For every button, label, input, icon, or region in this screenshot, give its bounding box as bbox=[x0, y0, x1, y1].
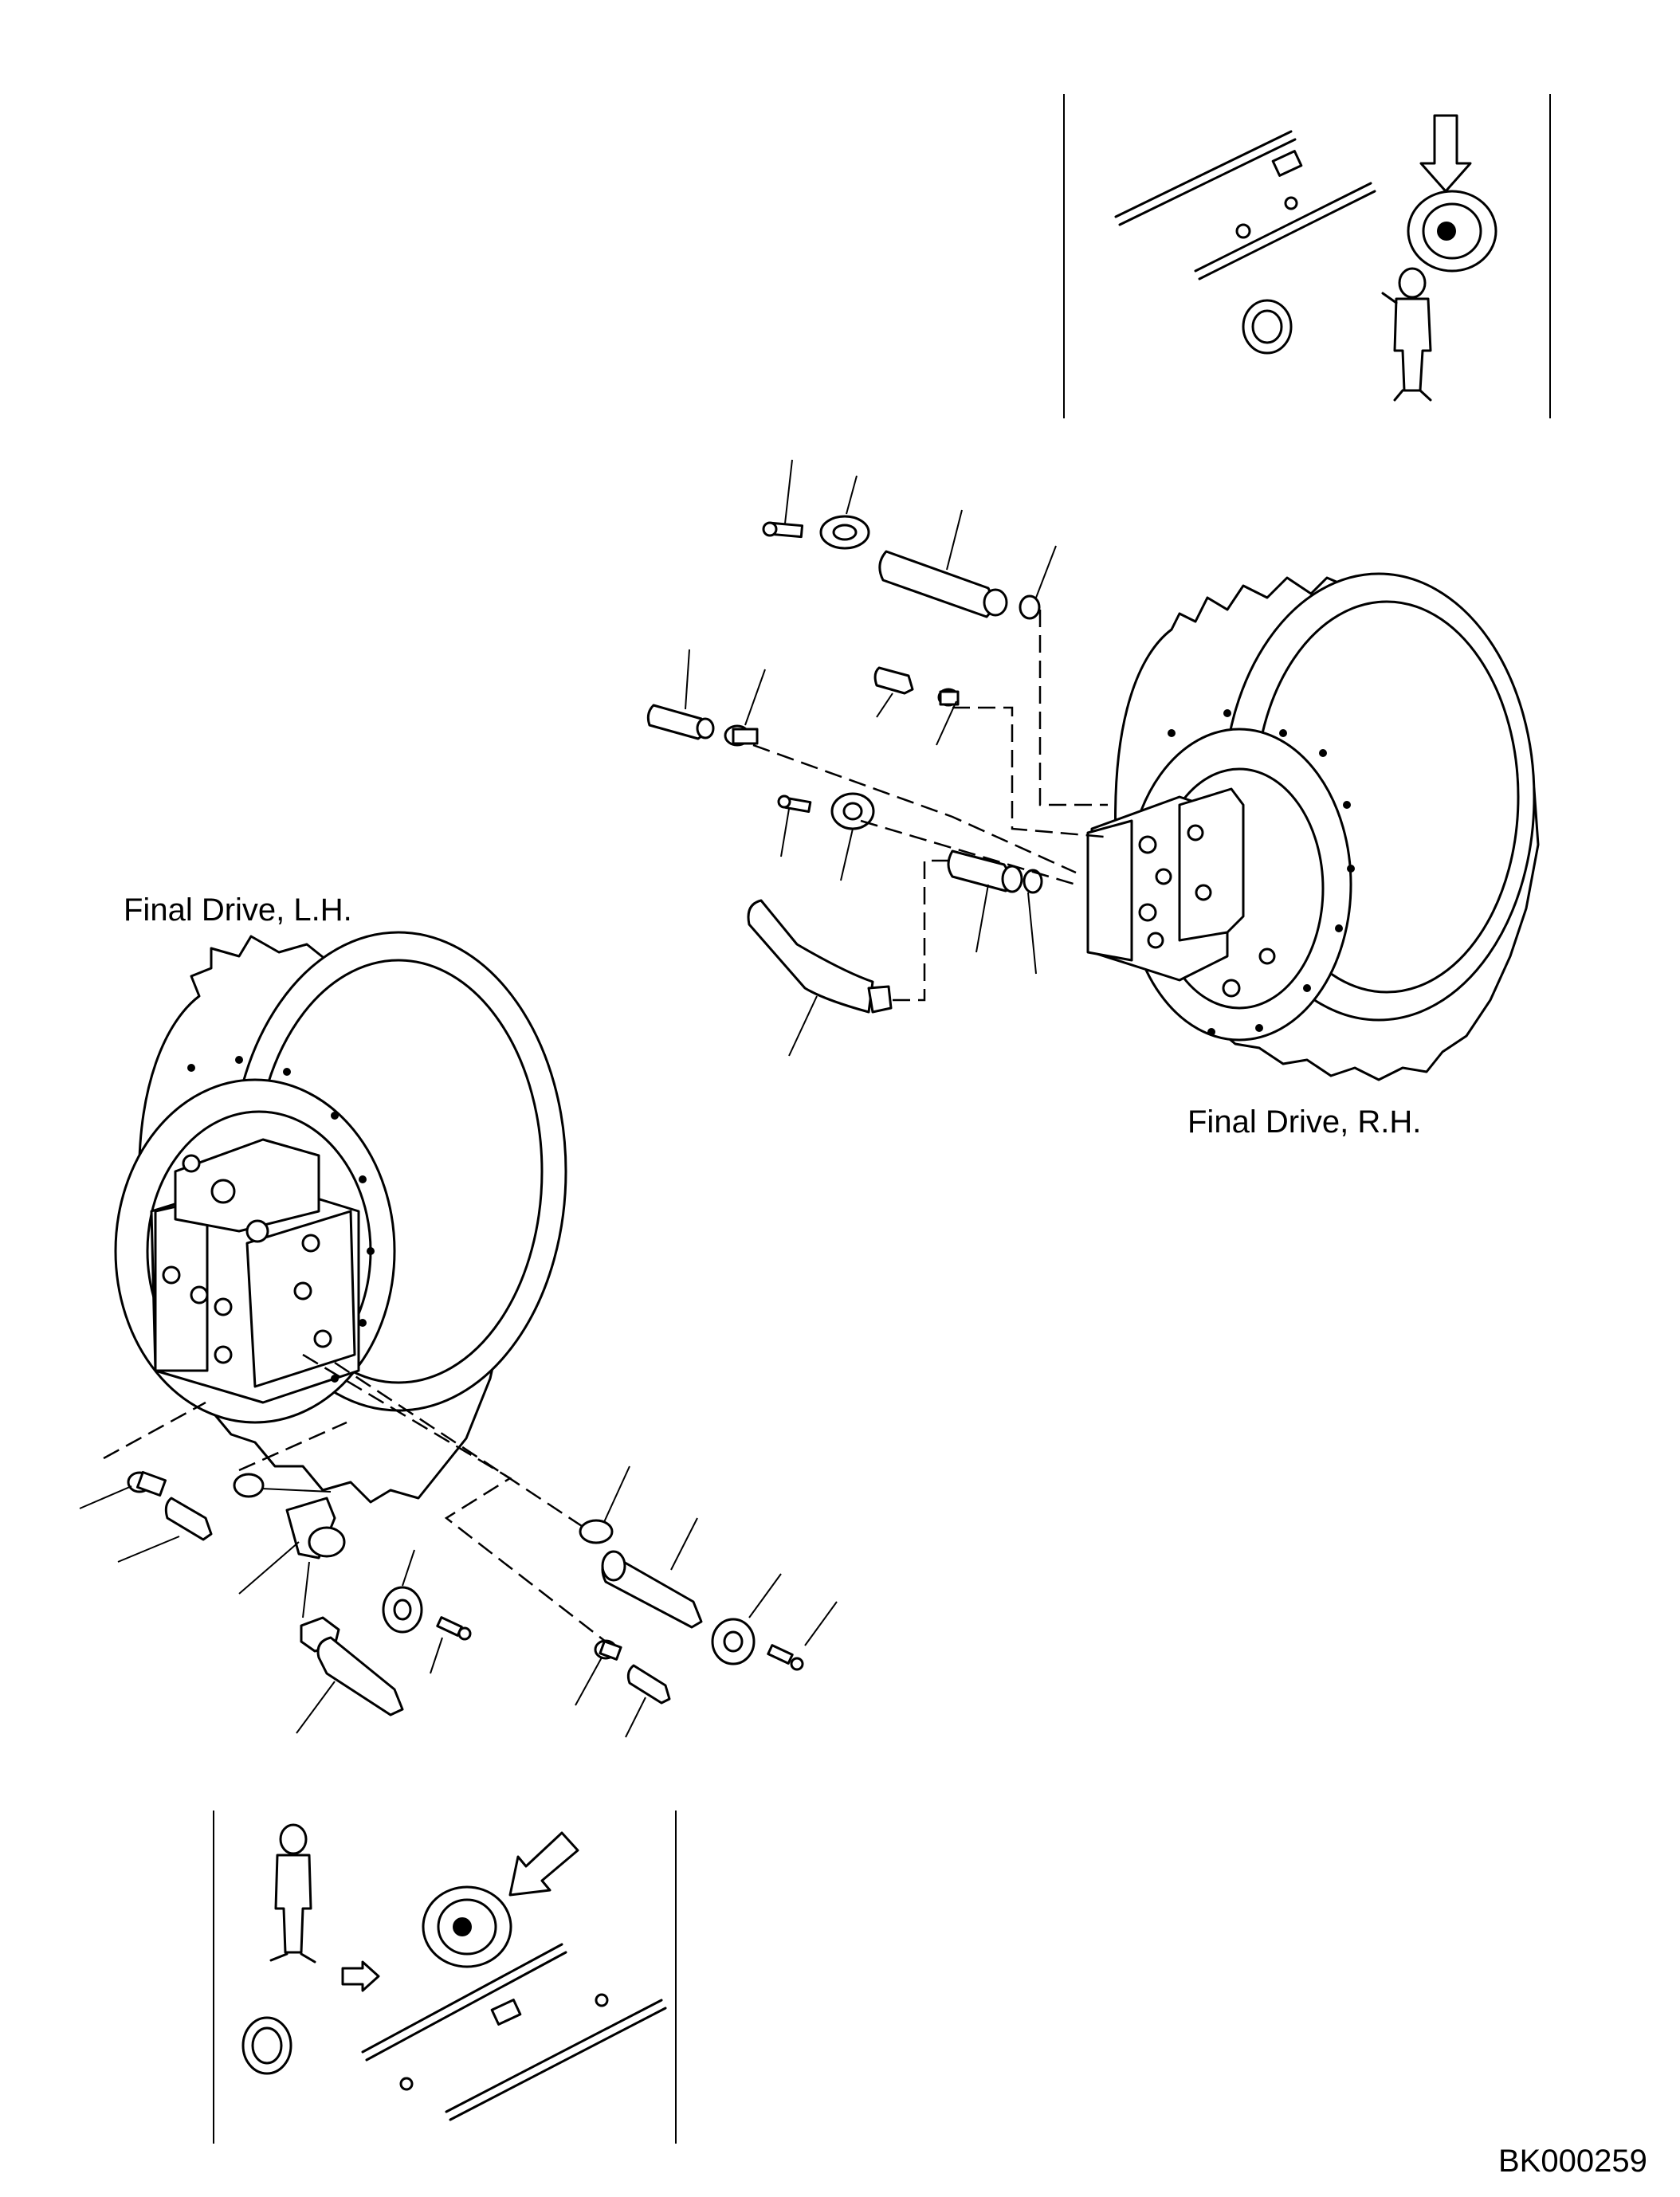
lh-hose-2 bbox=[601, 1550, 703, 1629]
lh-hose-1 bbox=[316, 1636, 404, 1716]
final-drive-lh-label: Final Drive, L.H. bbox=[124, 893, 352, 928]
drawing-code-label: BK000259 bbox=[1498, 2144, 1647, 2179]
rh-o-ring-1 bbox=[1019, 594, 1041, 620]
rh-elbow bbox=[947, 849, 1023, 893]
lh-exploded-parts bbox=[79, 1353, 838, 1738]
inset-top-final-drive bbox=[1407, 190, 1497, 273]
inset-bottom-final-drive bbox=[422, 1885, 512, 1968]
inset-top-sprocket bbox=[1242, 299, 1293, 355]
rh-hose-1 bbox=[878, 550, 1008, 618]
lh-split-flange-1 bbox=[382, 1586, 423, 1634]
lh-o-ring-1 bbox=[233, 1473, 265, 1498]
rh-exploded-parts bbox=[646, 459, 1108, 1057]
lh-leader-lines bbox=[79, 1465, 838, 1738]
inset-top-lines bbox=[1114, 130, 1376, 281]
locator-inset-bottom bbox=[213, 1811, 677, 2144]
inset-bottom-small-arrow-icon bbox=[341, 1960, 380, 1992]
inset-bottom-operator-figure bbox=[269, 1823, 316, 1964]
final-drive-rh-label: Final Drive, R.H. bbox=[1187, 1104, 1422, 1140]
lh-fitting-2 bbox=[594, 1639, 622, 1661]
locator-inset-top bbox=[1063, 94, 1551, 418]
rh-leader-lines bbox=[685, 459, 1057, 1057]
inset-top-arrow-icon bbox=[1419, 114, 1472, 193]
lh-bolt-1 bbox=[436, 1616, 472, 1641]
rh-bolt-2 bbox=[777, 794, 812, 814]
inset-top-operator-figure bbox=[1381, 267, 1432, 402]
rh-split-flange-1 bbox=[819, 515, 870, 550]
inset-bottom-arrow-icon bbox=[508, 1831, 579, 1897]
lh-bolt-circle bbox=[187, 1056, 375, 1383]
lh-fitting-1 bbox=[127, 1470, 167, 1497]
lh-tube-small bbox=[164, 1497, 213, 1541]
rh-fitting-1 bbox=[724, 724, 759, 747]
rh-fitting-2 bbox=[937, 688, 960, 707]
rh-o-ring-2 bbox=[1023, 869, 1043, 894]
rh-hose-2 bbox=[646, 704, 715, 740]
final-drive-lh bbox=[114, 931, 567, 1504]
lh-split-flange-2 bbox=[711, 1618, 756, 1665]
final-drive-rh bbox=[1086, 572, 1540, 1081]
rh-bolt-1 bbox=[762, 521, 804, 539]
lh-tube-small-2 bbox=[626, 1664, 671, 1705]
rh-bolt-circle bbox=[1168, 709, 1355, 1036]
inset-bottom-lines bbox=[361, 1943, 667, 2121]
rh-hose-3 bbox=[747, 899, 893, 1014]
lh-assembly-paths bbox=[103, 1353, 606, 1642]
lh-elbow bbox=[285, 1497, 346, 1559]
rh-tube-small bbox=[873, 666, 914, 695]
inset-bottom-sprocket bbox=[241, 2016, 292, 2075]
rh-assembly-paths bbox=[752, 610, 1108, 1002]
lh-bolt-2 bbox=[767, 1644, 804, 1671]
lh-o-ring-2 bbox=[579, 1519, 614, 1544]
rh-split-flange-2 bbox=[830, 792, 875, 830]
